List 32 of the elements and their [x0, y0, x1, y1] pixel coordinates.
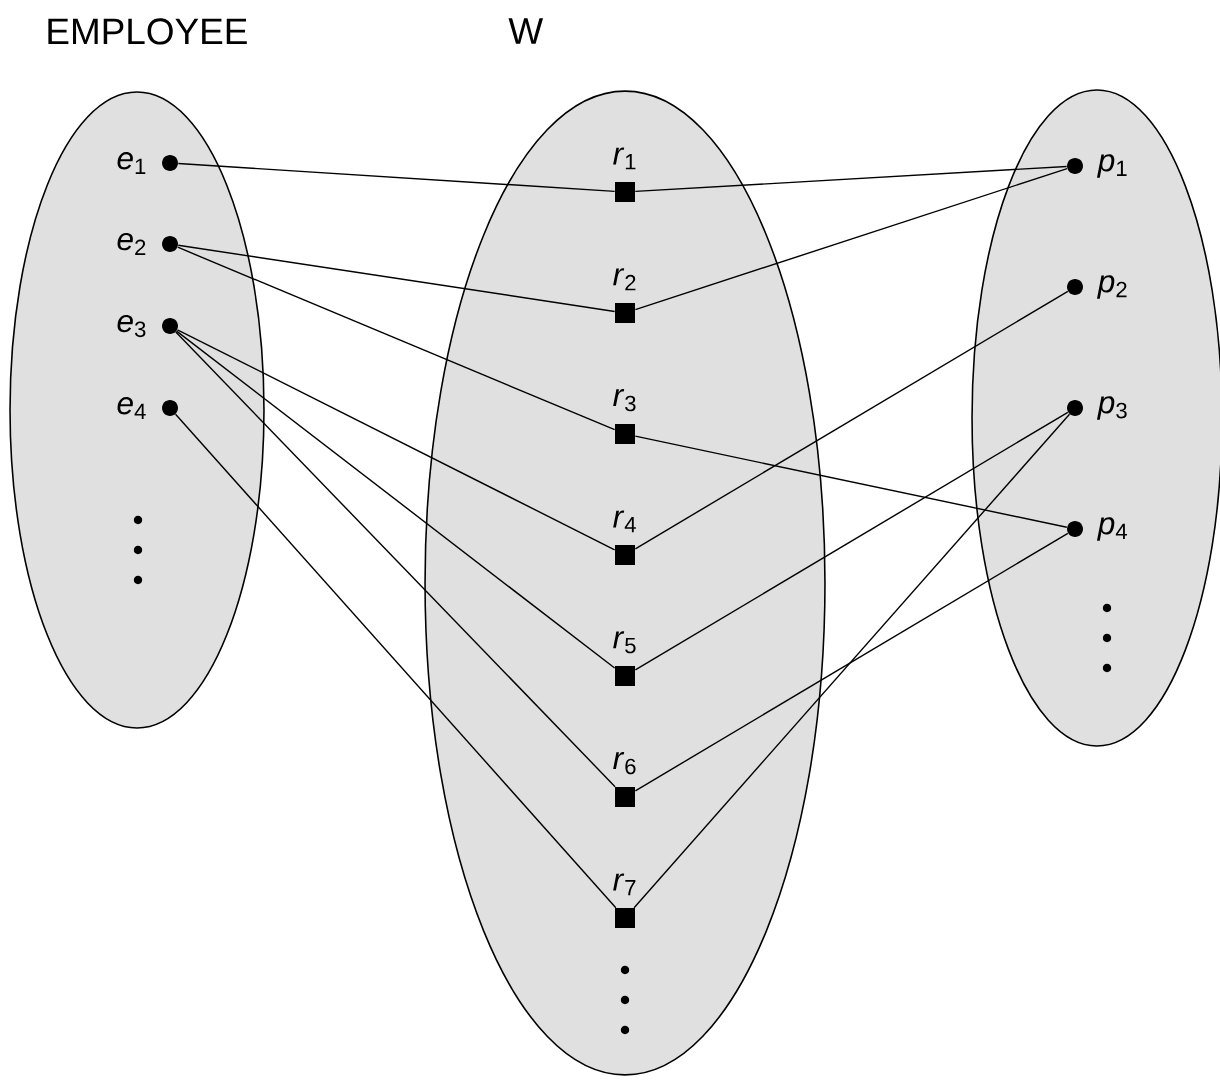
connector-line: [176, 329, 616, 551]
point-label: e$_{3}$: [117, 314, 146, 338]
connector-line: [175, 330, 616, 669]
connector-line: [634, 167, 1068, 311]
point-label: p$_{2}$: [1096, 275, 1127, 299]
point-label: p$_{3}$: [1096, 396, 1127, 420]
point-label: r$_{1}$: [613, 147, 636, 170]
point-label: r$_{7}$: [613, 873, 636, 896]
point-label: r$_{6}$: [613, 752, 636, 775]
connector-line: [175, 331, 616, 788]
point-label: p$_{4}$: [1096, 517, 1127, 541]
connector-line: [633, 413, 1071, 909]
point-label: e$_{2}$: [117, 233, 146, 255]
point-label: p$_{1}$: [1096, 154, 1127, 178]
connector-line: [634, 411, 1069, 671]
connector-line: [634, 532, 1069, 792]
point-label: e$_{1}$: [117, 152, 146, 174]
point-label: r$_{2}$: [613, 268, 636, 291]
point-label: r$_{4}$: [613, 510, 636, 533]
set-heading: EMPLOYEE: [48, 18, 247, 45]
set-heading: W: [508, 18, 544, 44]
connector-line: [634, 435, 1068, 528]
point-label: e$_{4}$: [117, 397, 146, 419]
connector-line: [177, 244, 616, 313]
point-label: r$_{5}$: [613, 631, 636, 654]
connector-line: [634, 290, 1069, 550]
connector-line: [634, 165, 1068, 193]
connector-line: [177, 246, 616, 431]
connector-line: [177, 162, 616, 193]
set-ellipse: [971, 89, 1220, 747]
point-label: r$_{3}$: [613, 389, 636, 412]
connector-line: [174, 413, 617, 909]
